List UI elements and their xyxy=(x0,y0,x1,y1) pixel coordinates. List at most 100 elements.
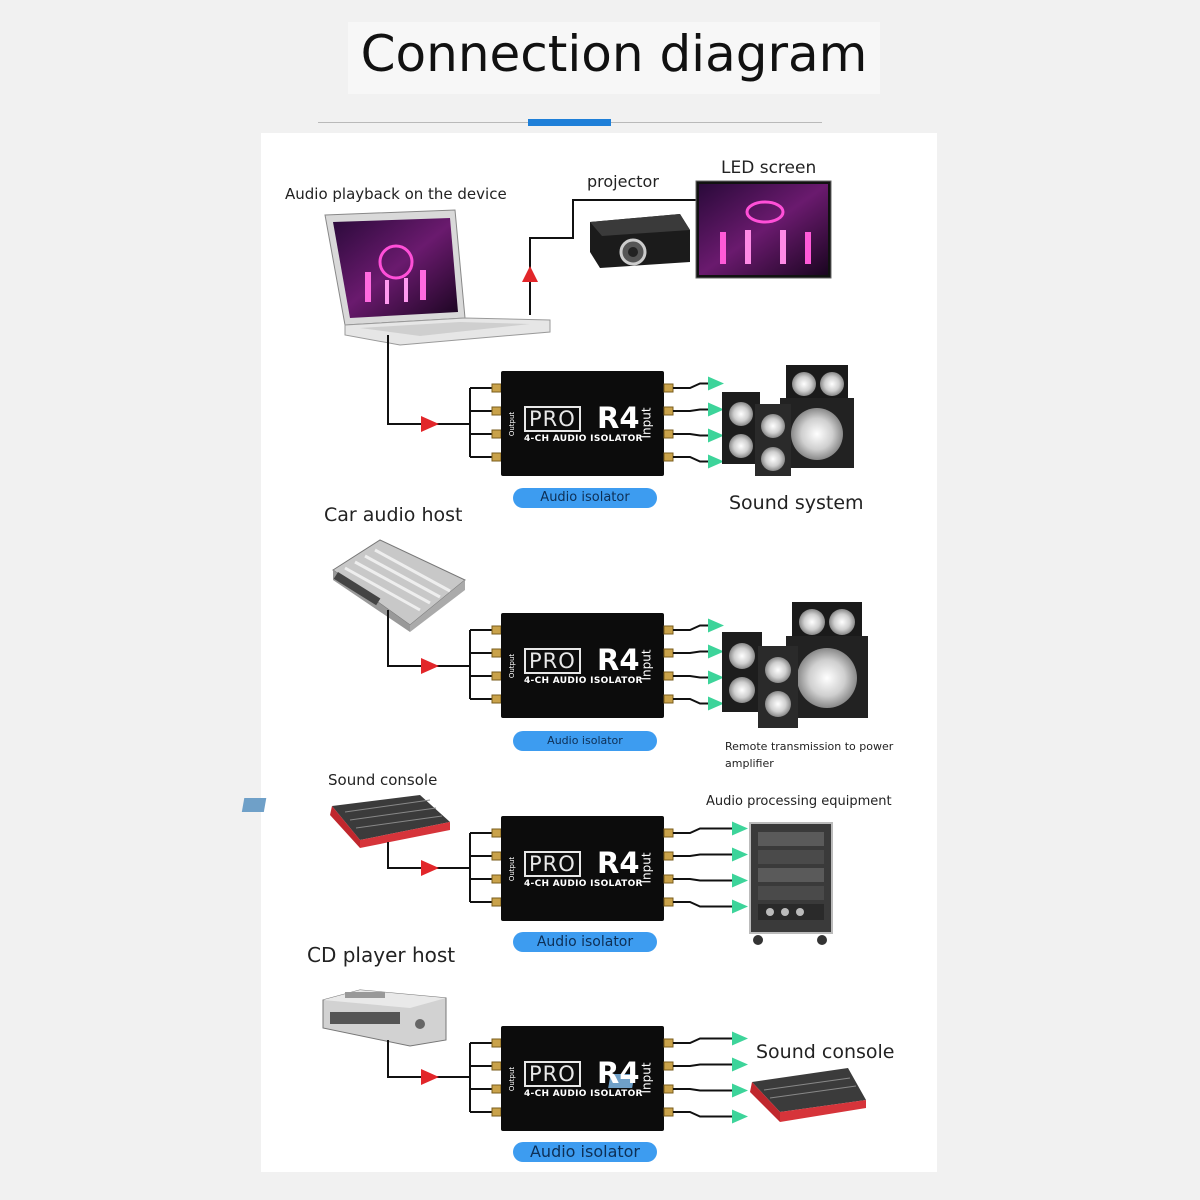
red-arrow-icon xyxy=(421,1069,439,1085)
rca-jack-icon xyxy=(663,874,674,884)
rca-jack-icon xyxy=(663,1038,674,1048)
target-label: Sound console xyxy=(756,1041,895,1063)
rca-jack-icon xyxy=(663,1107,674,1117)
model-label: R4 xyxy=(597,846,640,880)
rca-jack-icon xyxy=(663,851,674,861)
equipment-rack-icon xyxy=(749,822,833,945)
green-arrow-icon xyxy=(708,428,724,443)
source-label: CD player host xyxy=(307,943,456,967)
input-label: Input xyxy=(639,407,654,439)
page-title: Connection diagram xyxy=(360,25,868,83)
model-label: R4 xyxy=(597,1056,640,1090)
pro-label: PRO xyxy=(524,648,581,674)
led-screen-icon xyxy=(695,180,832,279)
video-cable-line xyxy=(529,199,700,315)
rca-jack-icon xyxy=(663,694,674,704)
rca-jack-icon xyxy=(663,1061,674,1071)
subtitle-label: 4-CH AUDIO ISOLATOR xyxy=(524,434,643,444)
projector-icon xyxy=(590,214,690,268)
rca-jack-icon xyxy=(491,452,502,462)
rca-jack-icon xyxy=(491,694,502,704)
subtitle-label: 4-CH AUDIO ISOLATOR xyxy=(524,879,643,889)
rca-jack-icon xyxy=(491,625,502,635)
rca-jack-icon xyxy=(491,874,502,884)
model-label: R4 xyxy=(597,401,640,435)
green-arrow-icon xyxy=(708,454,724,469)
audio-isolator-device xyxy=(501,1026,664,1131)
green-arrow-icon xyxy=(732,821,748,836)
audio-isolator-device xyxy=(501,613,664,718)
rca-jack-icon xyxy=(491,828,502,838)
mixing-console-icon xyxy=(241,795,450,848)
rca-jack-icon xyxy=(491,383,502,393)
target-label-line-2: amplifier xyxy=(725,757,774,770)
rca-jack-icon xyxy=(491,1038,502,1048)
led-screen-label: LED screen xyxy=(721,158,817,178)
isolator-pill: Audio isolator xyxy=(513,488,657,508)
target-label: Audio processing equipment xyxy=(706,794,892,809)
green-arrow-icon xyxy=(732,899,748,914)
green-arrow-icon xyxy=(708,376,724,391)
pro-label: PRO xyxy=(524,406,581,432)
rca-jack-icon xyxy=(663,406,674,416)
model-label: R4 xyxy=(597,643,640,677)
green-arrow-icon xyxy=(732,1057,748,1072)
source-label: Car audio host xyxy=(324,504,463,526)
title-background xyxy=(348,22,880,94)
green-arrow-icon xyxy=(732,847,748,862)
input-label: Input xyxy=(639,649,654,681)
subtitle-label: 4-CH AUDIO ISOLATOR xyxy=(524,676,643,686)
rca-jack-icon xyxy=(491,671,502,681)
output-label: Output xyxy=(508,856,517,882)
rca-jack-icon xyxy=(491,851,502,861)
isolator-pill: Audio isolator xyxy=(513,731,657,751)
projector-label: projector xyxy=(587,172,659,191)
rca-jack-icon xyxy=(663,452,674,462)
input-label: Input xyxy=(639,1062,654,1094)
cd-player-icon xyxy=(322,989,447,1047)
red-arrow-icon xyxy=(421,658,439,674)
speakers-icon xyxy=(722,602,868,728)
mixing-console-icon xyxy=(608,1068,866,1122)
rca-jack-icon xyxy=(491,1084,502,1094)
output-label: Output xyxy=(508,653,517,679)
isolator-pill: Audio isolator xyxy=(513,932,657,952)
rca-jack-icon xyxy=(663,648,674,658)
audio-isolator-device xyxy=(501,371,664,476)
green-arrow-icon xyxy=(708,402,724,417)
rca-jack-icon xyxy=(491,1107,502,1117)
output-label: Output xyxy=(508,411,517,437)
target-label: Remote transmission to power xyxy=(725,740,894,753)
green-arrow-icon xyxy=(708,644,724,659)
rca-jack-icon xyxy=(663,897,674,907)
speakers-icon xyxy=(722,365,854,476)
green-arrow-icon xyxy=(708,618,724,633)
source-label: Audio playback on the device xyxy=(285,185,507,203)
laptop-icon xyxy=(324,209,551,346)
green-arrow-icon xyxy=(732,873,748,888)
subtitle-label: 4-CH AUDIO ISOLATOR xyxy=(524,1089,643,1099)
green-arrow-icon xyxy=(732,1109,748,1124)
red-arrow-icon xyxy=(421,416,439,432)
rca-jack-icon xyxy=(491,1061,502,1071)
car-amplifier-icon xyxy=(332,539,466,632)
green-arrow-icon xyxy=(708,696,724,711)
output-label: Output xyxy=(508,1066,517,1092)
pro-label: PRO xyxy=(524,851,581,877)
isolator-pill: Audio isolator xyxy=(513,1142,657,1162)
audio-isolator-device xyxy=(501,816,664,921)
rca-jack-icon xyxy=(663,671,674,681)
green-arrow-icon xyxy=(708,670,724,685)
rca-jack-icon xyxy=(491,648,502,658)
rca-jack-icon xyxy=(663,828,674,838)
rca-jack-icon xyxy=(491,406,502,416)
pro-label: PRO xyxy=(524,1061,581,1087)
rca-jack-icon xyxy=(491,897,502,907)
red-arrow-icon xyxy=(522,266,538,282)
target-label: Sound system xyxy=(729,492,864,514)
rca-jack-icon xyxy=(663,1084,674,1094)
rca-jack-icon xyxy=(663,625,674,635)
green-arrow-icon xyxy=(732,1083,748,1098)
title-underline-accent xyxy=(528,119,611,126)
